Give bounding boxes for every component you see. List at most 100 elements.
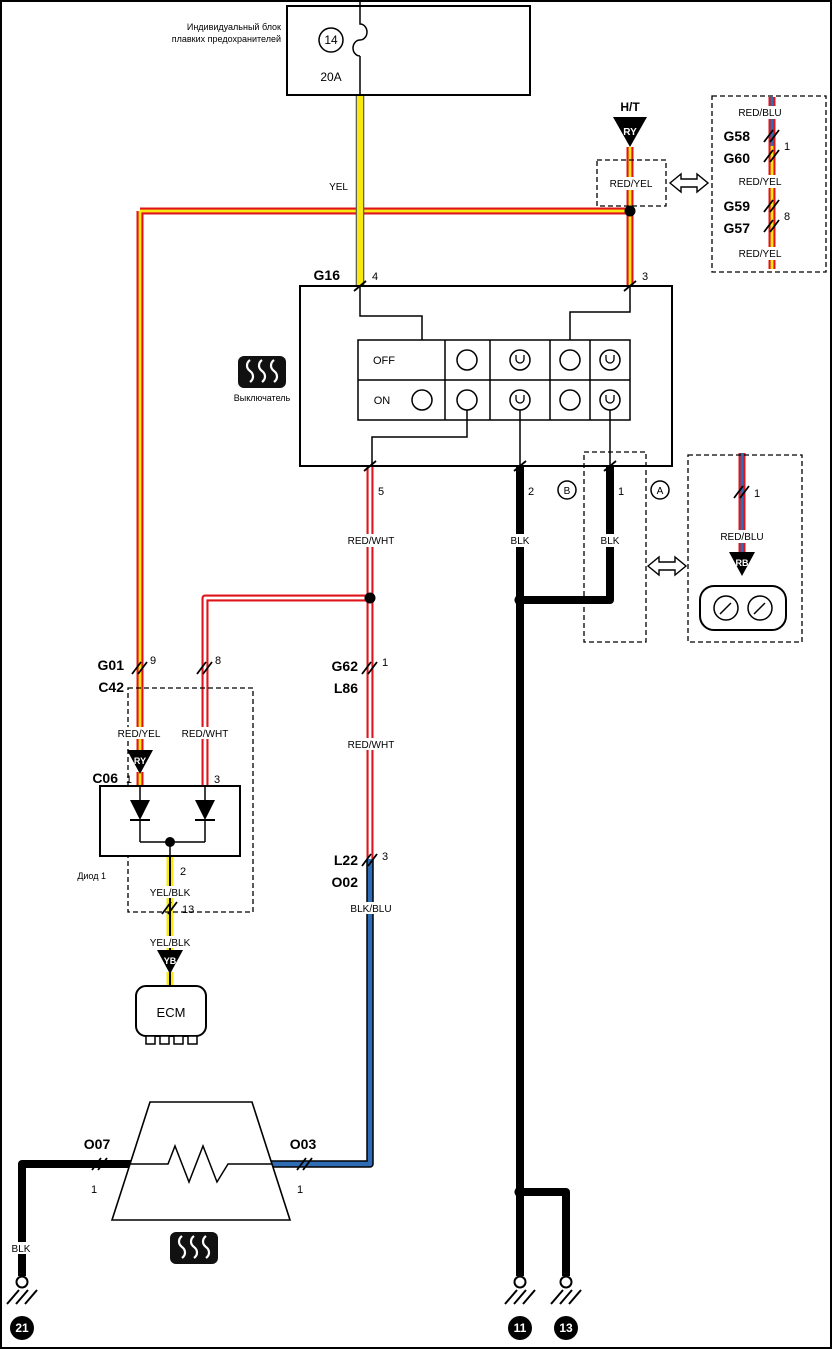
ground-symbol xyxy=(550,1275,582,1305)
pin-number: 1 xyxy=(754,488,760,500)
pin-letter-b: B xyxy=(564,486,571,497)
lamp-contact-icon xyxy=(599,389,621,411)
switch-position-off: OFF xyxy=(373,355,395,367)
contact-circle xyxy=(559,349,581,371)
ht-label: H/T xyxy=(620,100,640,114)
fuse-rating: 20A xyxy=(320,70,341,84)
label-bg xyxy=(6,1242,36,1254)
gauge-icon xyxy=(713,595,739,621)
resistor-element xyxy=(130,1143,272,1185)
defogger-element: O07 1 O03 1 BLK xyxy=(6,1101,316,1264)
ground-number: 21 xyxy=(15,1321,29,1335)
ht-dashed-box xyxy=(596,159,667,207)
junction-dot xyxy=(364,592,376,604)
label-bg xyxy=(732,247,789,260)
label-bg xyxy=(343,738,400,750)
fuse-block: 14 20A Индивидуальный блок плавких предо… xyxy=(172,0,531,193)
connector-label-g01: G01 xyxy=(98,657,125,673)
diode-caption: Диод 1 xyxy=(77,871,106,881)
ecm-pin xyxy=(145,1035,156,1045)
wire-label-red-wht: RED/WHT xyxy=(182,729,229,740)
label-bg xyxy=(343,534,399,547)
g62-l86-connector: G62 L86 1 RED/WHT xyxy=(332,657,400,751)
pin-number: 1 xyxy=(618,486,624,498)
gauge-icon xyxy=(747,595,773,621)
defogger-grid-outline xyxy=(110,1101,292,1221)
fuse-symbol xyxy=(352,0,368,95)
ground-symbol xyxy=(6,1275,38,1305)
gauge-needles xyxy=(719,602,766,615)
pin-number: 8 xyxy=(784,211,790,223)
triangle-connector-rb xyxy=(729,552,755,576)
diode-symbol xyxy=(195,800,215,820)
triangle-connector-yb xyxy=(157,950,183,974)
ecm-pin xyxy=(159,1035,170,1045)
wire-label-yel-blk: YEL/BLK xyxy=(150,938,191,949)
fuse-id-circle xyxy=(318,27,344,53)
junction-dot xyxy=(514,1186,526,1198)
wire-blk-grounds xyxy=(18,464,614,1276)
fuse-box xyxy=(286,5,531,96)
g16-box xyxy=(299,285,673,467)
cluster-dashed-box xyxy=(687,454,803,643)
ecm-pin xyxy=(173,1035,184,1045)
wires xyxy=(18,93,776,1276)
pin-number: 1 xyxy=(297,1184,303,1196)
contact-circle xyxy=(456,349,478,371)
label-bg xyxy=(341,902,401,914)
pin-letter-circle xyxy=(557,480,577,500)
fuse-id: 14 xyxy=(324,33,338,47)
g01-c42-connector: G01 C42 9 8 xyxy=(98,655,222,695)
ecm-pin xyxy=(187,1035,198,1045)
pin-number: 5 xyxy=(378,486,384,498)
label-bg xyxy=(594,534,626,547)
wire-label-red-yel: RED/YEL xyxy=(118,729,161,740)
pin1-dashed-box xyxy=(583,451,647,643)
ecm-label: ECM xyxy=(157,1005,186,1020)
ground-number-badge xyxy=(10,1316,34,1340)
top-right-connector-panel: RED/BLU G58 G60 1 RED/YEL G59 G57 8 RED/… xyxy=(669,95,827,273)
label-bg xyxy=(714,530,771,543)
c06-diode-module: RED/YEL RED/WHT RY C06 1 3 Диод 1 2 YEL/… xyxy=(77,687,254,974)
link-arrow-icon xyxy=(647,556,687,576)
lamp-contact-icon xyxy=(599,349,621,371)
connector-label-l22: L22 xyxy=(334,852,358,868)
fuse-caption-line2: плавких предохранителей xyxy=(172,34,281,44)
fuse-caption-line1: Индивидуальный блок xyxy=(187,22,281,32)
pin-number: 2 xyxy=(528,486,534,498)
triangle-connector-ry xyxy=(127,750,153,774)
defogger-glyph xyxy=(245,359,279,383)
connector-label-g60: G60 xyxy=(724,150,751,166)
ht-connector: H/T RY RED/YEL xyxy=(596,100,667,207)
wire-label-red-blu: RED/BLU xyxy=(720,532,763,543)
pin-number: 3 xyxy=(382,851,388,863)
wire-label-red-yel: RED/YEL xyxy=(610,179,653,190)
switch-caption: Выключатель xyxy=(234,393,291,403)
wire-red-yel-outer xyxy=(136,147,634,789)
label-bg xyxy=(178,727,232,739)
triangle-connector-ry xyxy=(613,117,647,147)
panel-dashed-box xyxy=(711,95,827,273)
diode-symbol xyxy=(130,800,150,820)
connector-label-l86: L86 xyxy=(334,680,358,696)
ecm-box xyxy=(135,985,207,1037)
wire-label-red-wht: RED/WHT xyxy=(348,740,395,751)
wire-label-blk: BLK xyxy=(601,536,620,547)
label-bg xyxy=(142,936,198,948)
pin-letter-a: A xyxy=(657,486,664,497)
lamp-contact-icon xyxy=(509,349,531,371)
wire-label-yel: YEL xyxy=(329,182,348,193)
defogger-glyph xyxy=(177,1235,211,1259)
pin-number: 8 xyxy=(215,655,221,667)
g16-internal-wiring xyxy=(359,286,631,466)
pin-number: 3 xyxy=(214,774,220,786)
ground-number: 13 xyxy=(559,1321,573,1335)
pin-number: 1 xyxy=(91,1184,97,1196)
diode-internal-wiring xyxy=(139,786,206,856)
label-bg xyxy=(730,106,787,119)
lamp-contact-icon xyxy=(509,389,531,411)
label-bg xyxy=(112,727,166,739)
contact-circle xyxy=(456,389,478,411)
ground-number-badge xyxy=(554,1316,578,1340)
connector-code-yb: YB xyxy=(164,956,177,966)
